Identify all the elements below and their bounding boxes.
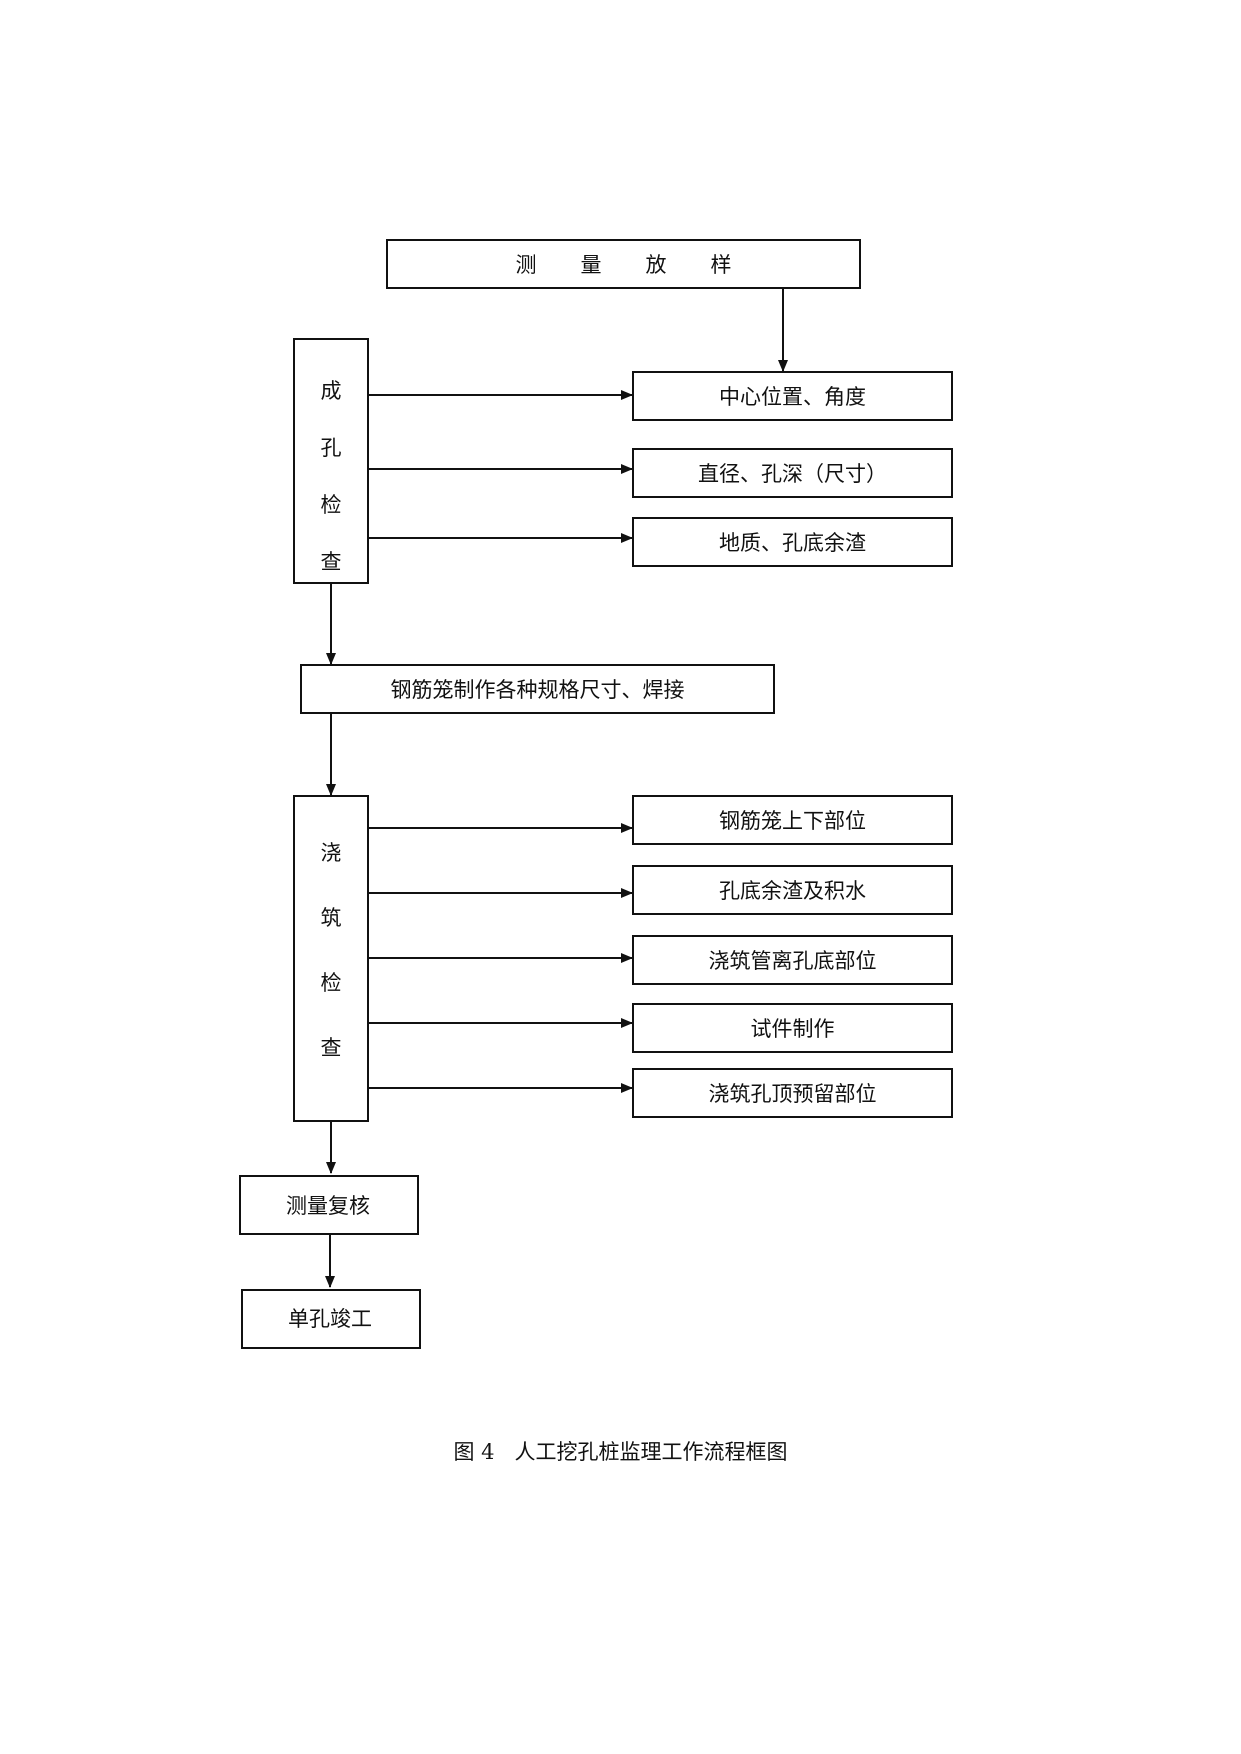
hole-check-char: 成 bbox=[320, 379, 342, 403]
hole-check-char: 孔 bbox=[320, 436, 342, 460]
pour-check-char: 筑 bbox=[320, 906, 342, 930]
pour-check-char: 查 bbox=[320, 1036, 342, 1060]
pour-pipe-box: 浇筑管离孔底部位 bbox=[632, 935, 953, 985]
survey-recheck-box: 测量复核 bbox=[239, 1175, 419, 1235]
hole-check-char: 检 bbox=[320, 493, 342, 517]
pour-check-char: 检 bbox=[320, 971, 342, 995]
single-hole-complete-box: 单孔竣工 bbox=[241, 1289, 421, 1349]
diameter-depth-box: 直径、孔深（尺寸） bbox=[632, 448, 953, 498]
hole-check-char: 查 bbox=[320, 550, 342, 574]
pour-check-box: 浇 筑 检 查 bbox=[293, 795, 369, 1122]
cage-position-box: 钢筋笼上下部位 bbox=[632, 795, 953, 845]
survey-box: 测量放样 bbox=[386, 239, 861, 289]
specimen-box: 试件制作 bbox=[632, 1003, 953, 1053]
top-reserve-box: 浇筑孔顶预留部位 bbox=[632, 1068, 953, 1118]
figure-caption: 图 4 人工挖孔桩监理工作流程框图 bbox=[453, 1440, 788, 1464]
residue-water-box: 孔底余渣及积水 bbox=[632, 865, 953, 915]
cage-fabrication-box: 钢筋笼制作各种规格尺寸、焊接 bbox=[300, 664, 775, 714]
pour-check-char: 浇 bbox=[320, 841, 342, 865]
hole-check-box: 成 孔 检 查 bbox=[293, 338, 369, 584]
center-position-box: 中心位置、角度 bbox=[632, 371, 953, 421]
geology-residue-box: 地质、孔底余渣 bbox=[632, 517, 953, 567]
